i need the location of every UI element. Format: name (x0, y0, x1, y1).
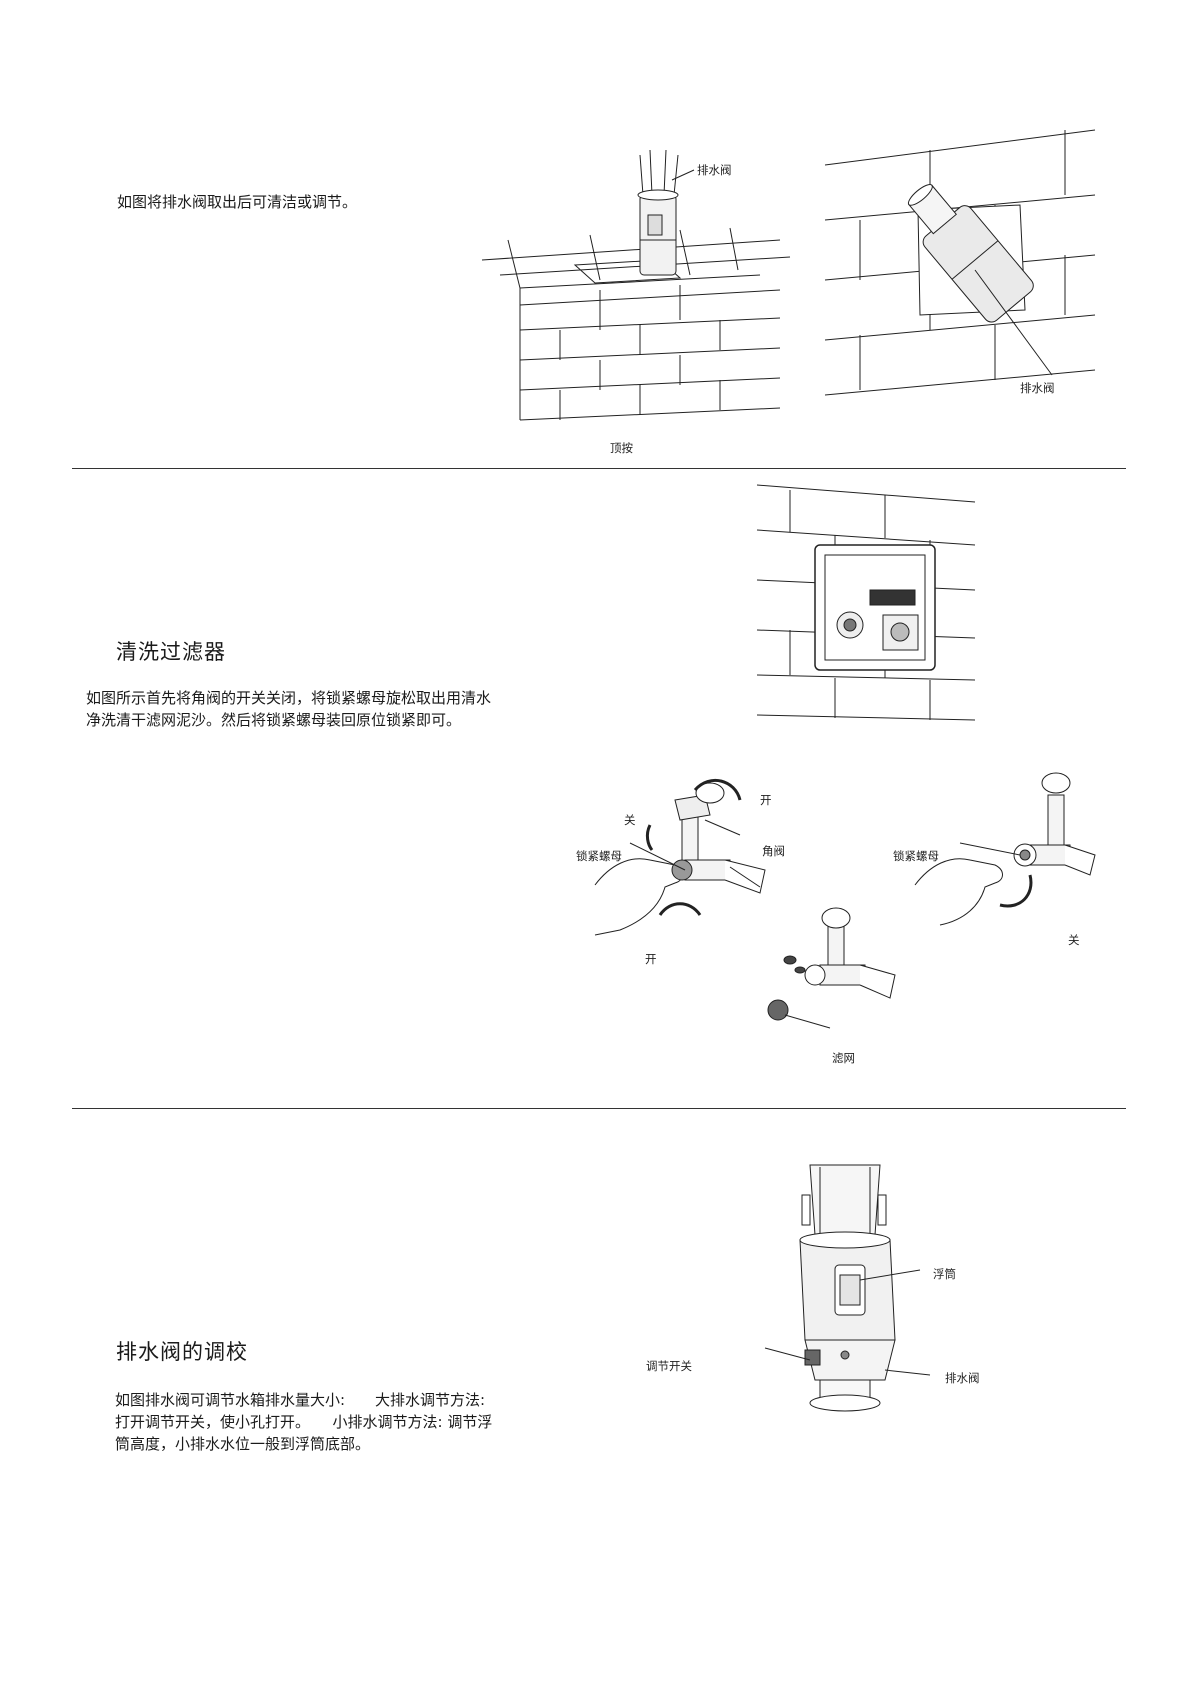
lock-nut-label-2: 锁紧螺母 (893, 848, 939, 864)
divider-2 (72, 1108, 1126, 1109)
drain-valve-label: 排水阀 (945, 1370, 980, 1386)
filter-cleaning-heading: 清洗过滤器 (116, 636, 226, 666)
adjust-text-line-2: 打开调节开关，使小孔打开。 小排水调节方法: 调节浮 (115, 1412, 492, 1433)
filter-text-line-1: 如图所示首先将角阀的开关关闭，将锁紧螺母旋松取出用清水 (86, 688, 491, 709)
filter-screen-label: 滤网 (832, 1050, 855, 1066)
float-label: 浮筒 (933, 1266, 956, 1282)
side-valve-label: 排水阀 (1020, 380, 1055, 396)
drain-valve-adjust-heading: 排水阀的调校 (116, 1336, 248, 1366)
filter-housing-wall-illustration (755, 480, 980, 740)
close-label-1: 关 (624, 812, 636, 828)
adjust-switch-label: 调节开关 (646, 1358, 692, 1374)
drain-valve-leaders (760, 1260, 960, 1380)
open-label-2: 开 (645, 951, 657, 967)
top-press-caption: 顶按 (610, 440, 633, 456)
divider-1 (72, 468, 1126, 469)
adjust-text-line-3: 筒高度，小排水水位一般到浮筒底部。 (115, 1434, 370, 1455)
close-label-2: 关 (1068, 932, 1080, 948)
lock-nut-label-1: 锁紧螺母 (576, 848, 622, 864)
angle-valve-label: 角阀 (762, 843, 785, 859)
filter-screen-removed-illustration (760, 910, 900, 1040)
adjust-text-line-1: 如图排水阀可调节水箱排水量大小: 大排水调节方法: (115, 1390, 485, 1411)
section1-text: 如图将排水阀取出后可清洁或调节。 (117, 192, 357, 213)
side-mount-drain-valve-illustration (820, 120, 1100, 390)
top-mount-drain-valve-illustration (480, 140, 810, 430)
open-label-1: 开 (760, 792, 772, 808)
top-valve-label: 排水阀 (697, 162, 732, 178)
filter-text-line-2: 净洗清干滤网泥沙。然后将锁紧螺母装回原位锁紧即可。 (86, 710, 461, 731)
